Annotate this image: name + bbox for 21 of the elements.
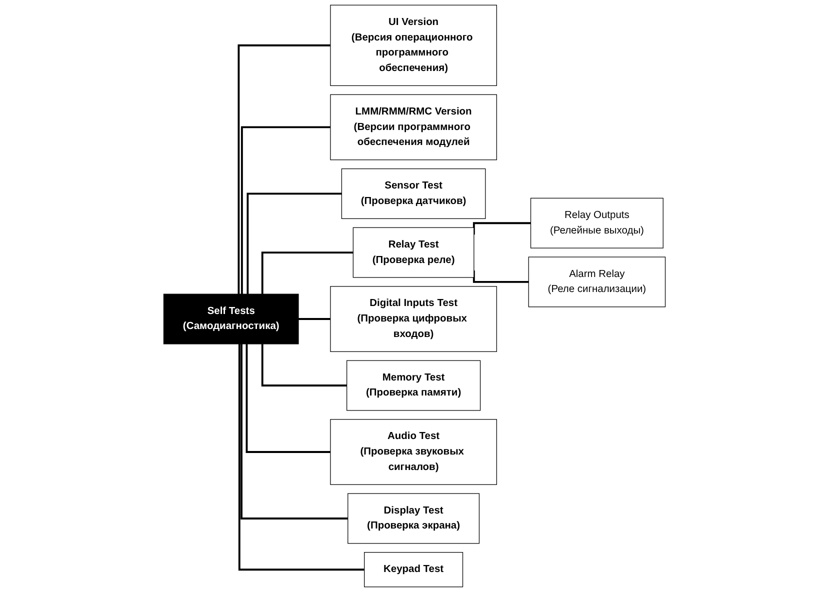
node-box: Relay Outputs (Релейные выходы) xyxy=(530,198,664,248)
node-box: Alarm Relay (Реле сигнализации) xyxy=(528,256,666,308)
connector xyxy=(240,344,348,520)
node-box: Sensor Test (Проверка датчиков) xyxy=(341,168,486,219)
node-box: Digital Inputs Test (Проверка цифровых входов) xyxy=(330,286,497,352)
node-box: Display Test (Проверка экрана) xyxy=(348,493,480,544)
node-box: LMM/RMM/RMC Version (Версии программного обеспечения модулей xyxy=(330,94,497,160)
node-box: Self Tests (Самодиагностика) xyxy=(163,294,299,344)
node-box: Relay Test (Проверка реле) xyxy=(352,227,474,278)
node-box: Audio Test (Проверка звуковых сигналов) xyxy=(330,419,497,485)
node-box: Memory Test (Проверка памяти) xyxy=(346,360,481,411)
connector xyxy=(298,318,330,320)
connector xyxy=(246,192,342,294)
connector xyxy=(246,344,330,453)
connector xyxy=(238,44,330,294)
connector xyxy=(238,344,364,571)
connector xyxy=(261,252,354,294)
connector xyxy=(261,344,347,386)
connector xyxy=(240,126,330,294)
node-box: Keypad Test xyxy=(364,552,464,588)
node-box: UI Version (Версия операционного программного обеспечения) xyxy=(330,4,497,86)
